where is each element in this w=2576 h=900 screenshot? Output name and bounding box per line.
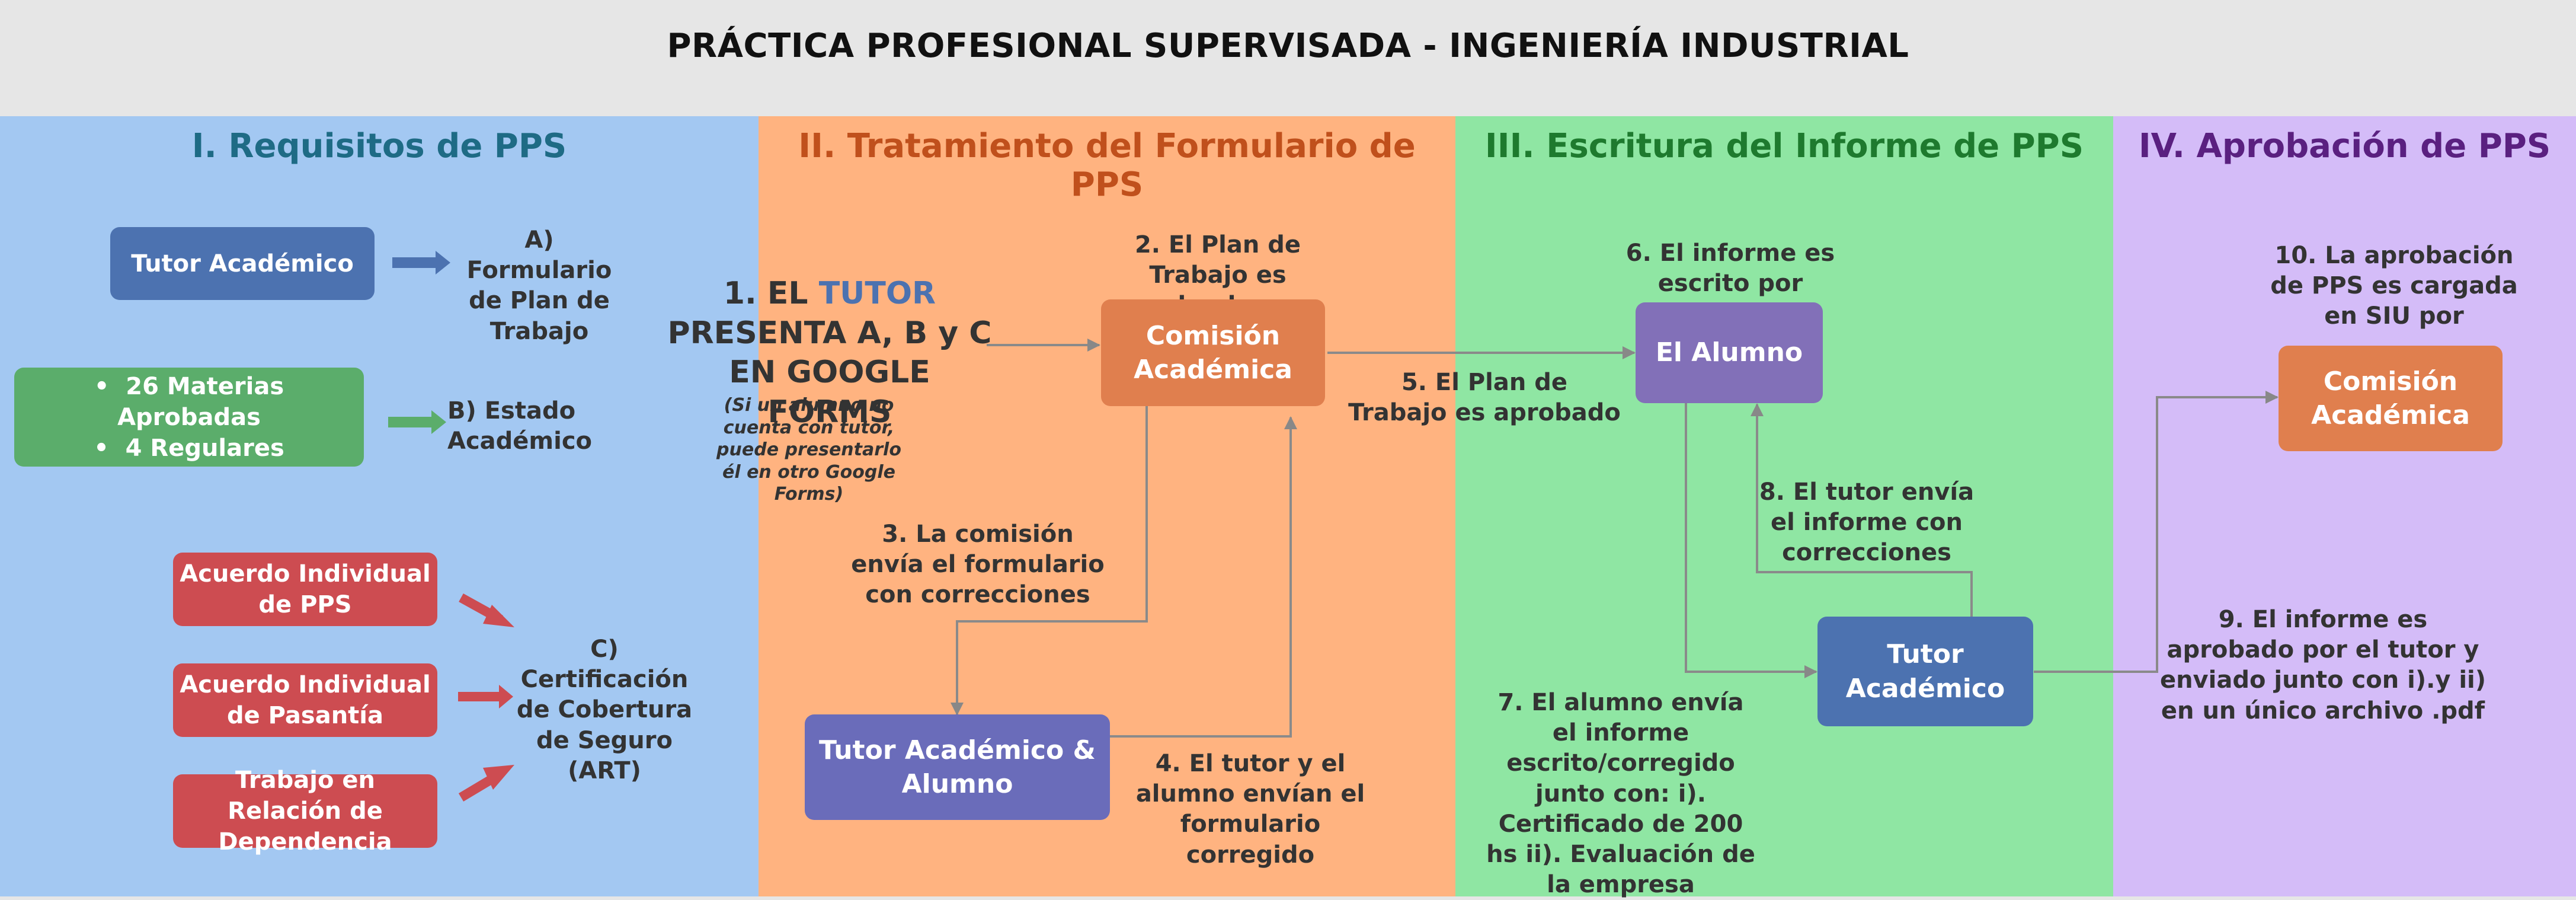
arrow-acuerdo-pps-to-c [459, 593, 514, 627]
item-a-label: A) Formulario de Plan de Trabajo [466, 226, 612, 345]
arrow-tutor-alumno-to-comision [1110, 416, 1297, 738]
arrow-tutor-to-alumno [1751, 403, 1973, 617]
step1-prefix: 1. EL [723, 276, 819, 311]
step1-text: 1. EL TUTOR PRESENTA A, B y C EN GOOGLE … [664, 274, 996, 432]
section-title-requisitos: I. Requisitos de PPS [191, 127, 567, 165]
acuerdo-pasantia-box: Acuerdo Individual de Pasantía [173, 663, 437, 737]
step4-label: 4. El tutor y el alumno envían el formul… [1135, 750, 1365, 869]
materias-aprobadas-label: 26 Materias Aprobadas [117, 372, 284, 431]
item-c-label: C) Certificación de Cobertura de Seguro … [516, 636, 693, 784]
arrow-tutor-to-a [392, 251, 450, 275]
comision-academica-box: Comisión Académica [1101, 299, 1325, 406]
acuerdo-pps-box: Acuerdo Individual de PPS [173, 553, 437, 626]
section-informe-panel [1455, 116, 2113, 896]
arrow-alumno-to-tutor [1685, 403, 1817, 678]
header-bar [0, 0, 2576, 116]
step9-label: 9. El informe es aprobado por el tutor y… [2159, 606, 2487, 725]
step1-tutor-highlight: TUTOR [818, 276, 936, 311]
tutor-alumno-box: Tutor Académico & Alumno [805, 714, 1110, 820]
section-title-aprobacion: IV. Aprobación de PPS [2138, 127, 2551, 165]
arrow-materias-to-b [388, 410, 446, 434]
trabajo-relacion-box: Trabajo en Relación de Dependencia [173, 767, 437, 856]
step6-label: 6. El informe es escrito por [1625, 240, 1835, 298]
step10-label: 10. La aprobación de PPS es cargada en S… [2270, 242, 2518, 330]
arrow-trabajo-to-c [458, 765, 514, 802]
arrow-acuerdo-pasantia-to-c [458, 685, 513, 708]
step8-label: 8. El tutor envía el informe con correcc… [1759, 478, 1975, 567]
section-title-formulario: II. Tratamiento del Formulario de PPS [798, 127, 1416, 204]
alumno-box: El Alumno [1636, 302, 1823, 403]
step1-note: (Si un alumno no cuenta con tutor, puede… [716, 395, 901, 505]
arrow-comision-to-tutor-alumno [951, 406, 1148, 716]
arrow-tutor-to-comision-final [2034, 391, 2279, 673]
materias-regulares-label: 4 Regulares [125, 434, 284, 462]
materias-box: • 26 Materias Aprobadas • 4 Regulares [14, 368, 364, 467]
step5-label: 5. El Plan de Trabajo es aprobado [1348, 369, 1621, 427]
materias-item-1: • 26 Materias Aprobadas [94, 372, 284, 431]
comision-academica-final-box: Comisión Académica [2279, 346, 2503, 451]
section-aprobacion-panel [2113, 116, 2576, 896]
page-title: PRÁCTICA PROFESIONAL SUPERVISADA - INGEN… [667, 27, 1909, 65]
item-b-label: B) Estado Académico [447, 397, 593, 455]
step1-rest: PRESENTA A, B y C EN GOOGLE FORMS [667, 315, 992, 430]
step3-label: 3. La comisión envía el formulario con c… [851, 521, 1105, 609]
materias-item-2: • 4 Regulares [94, 434, 284, 462]
section-title-informe: III. Escritura del Informe de PPS [1484, 127, 2084, 165]
tutor-academico-informe-box: Tutor Académico [1817, 617, 2033, 726]
tutor-academico-box: Tutor Académico [110, 227, 375, 300]
step7-label: 7. El alumno envía el informe escrito/co… [1486, 689, 1755, 899]
